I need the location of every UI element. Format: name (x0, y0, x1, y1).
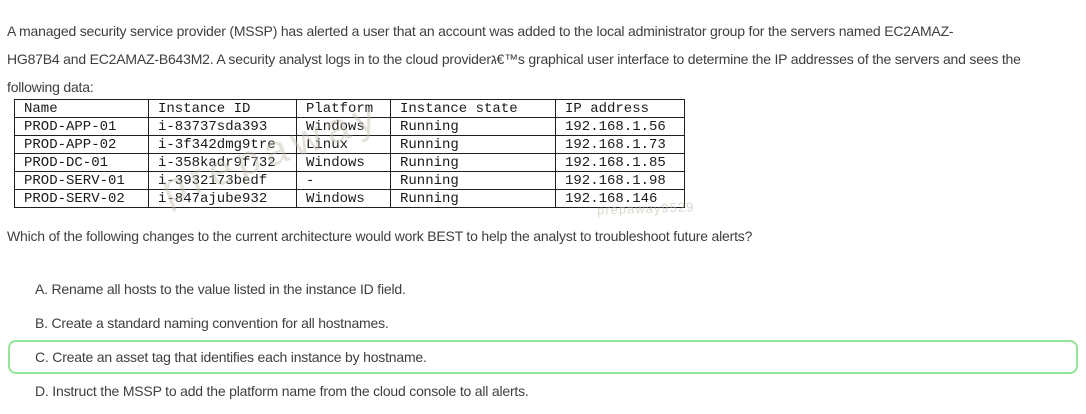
table-cell: Linux (296, 135, 391, 154)
table-cell: i-847ajube932 (148, 189, 297, 208)
answer-option-a[interactable]: A. Rename all hosts to the value listed … (35, 281, 406, 297)
table-cell: PROD-APP-02 (14, 135, 149, 154)
table-cell: i-83737sda393 (148, 117, 297, 136)
table-cell: 192.168.1.73 (555, 135, 685, 154)
column-header-name: Name (14, 99, 149, 118)
table-cell: Running (390, 171, 556, 190)
table-header-row: Name Instance ID Platform Instance state… (14, 99, 685, 118)
answer-option-c-selected[interactable]: C. Create an asset tag that identifies e… (8, 340, 1078, 374)
answer-option-d[interactable]: D. Instruct the MSSP to add the platform… (35, 383, 529, 399)
table-cell: Running (390, 153, 556, 172)
table-cell: Running (390, 135, 556, 154)
table-cell: - (296, 171, 391, 190)
table-cell: PROD-APP-01 (14, 117, 149, 136)
table-cell: Windows (296, 117, 391, 136)
table-cell: 192.168.146 (555, 189, 685, 208)
table-row: PROD-APP-01 i-83737sda393 Windows Runnin… (14, 117, 685, 136)
table-cell: 192.168.1.98 (555, 171, 685, 190)
table-cell: PROD-SERV-02 (14, 189, 149, 208)
question-stem: A managed security service provider (MSS… (7, 17, 1086, 101)
column-header-instance-id: Instance ID (148, 99, 297, 118)
table-row: PROD-SERV-01 i-3932173bedf - Running 192… (14, 171, 685, 190)
column-header-platform: Platform (296, 99, 391, 118)
table-cell: i-3932173bedf (148, 171, 297, 190)
table-row: PROD-SERV-02 i-847ajube932 Windows Runni… (14, 189, 685, 208)
servers-table: Name Instance ID Platform Instance state… (14, 99, 685, 208)
table-row: PROD-APP-02 i-3f342dmg9tre Linux Running… (14, 135, 685, 154)
stem-line: HG87B4 and EC2AMAZ-B643M2. A security an… (7, 51, 1021, 67)
table-cell: PROD-SERV-01 (14, 171, 149, 190)
table-cell: i-3f342dmg9tre (148, 135, 297, 154)
table-cell: Windows (296, 153, 391, 172)
table-cell: Running (390, 117, 556, 136)
table-row: PROD-DC-01 i-358kadr9f732 Windows Runnin… (14, 153, 685, 172)
answer-option-b[interactable]: B. Create a standard naming convention f… (35, 315, 389, 331)
table-cell: Running (390, 189, 556, 208)
answer-options: A. Rename all hosts to the value listed … (8, 272, 1078, 408)
table-cell: Windows (296, 189, 391, 208)
column-header-ip-address: IP address (555, 99, 685, 118)
stem-line: following data: (7, 79, 94, 95)
column-header-instance-state: Instance state (390, 99, 556, 118)
stem-line: A managed security service provider (MSS… (7, 23, 954, 39)
table-cell: 192.168.1.56 (555, 117, 685, 136)
table-cell: i-358kadr9f732 (148, 153, 297, 172)
question-text: Which of the following changes to the cu… (7, 228, 753, 244)
servers-table-container: Name Instance ID Platform Instance state… (14, 99, 685, 208)
table-cell: PROD-DC-01 (14, 153, 149, 172)
table-cell: 192.168.1.85 (555, 153, 685, 172)
